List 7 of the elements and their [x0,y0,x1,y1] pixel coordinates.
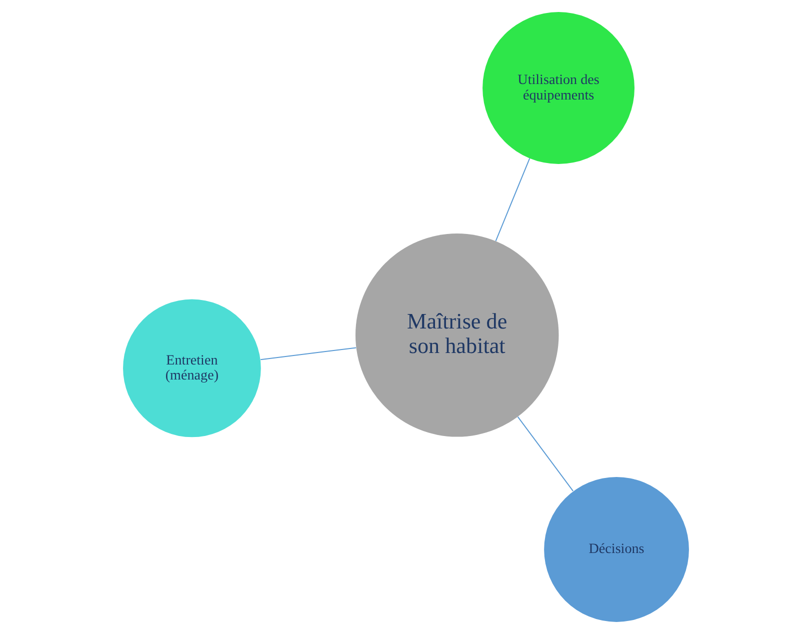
node-circle: Utilisation des équipements [482,12,634,164]
node-circle: Décisions [544,477,689,622]
node-circle: Maîtrise de son habitat [355,234,559,437]
connector [517,416,574,492]
connector [495,158,530,242]
connector [260,347,356,360]
node-circle: Entretien (ménage) [123,299,261,438]
